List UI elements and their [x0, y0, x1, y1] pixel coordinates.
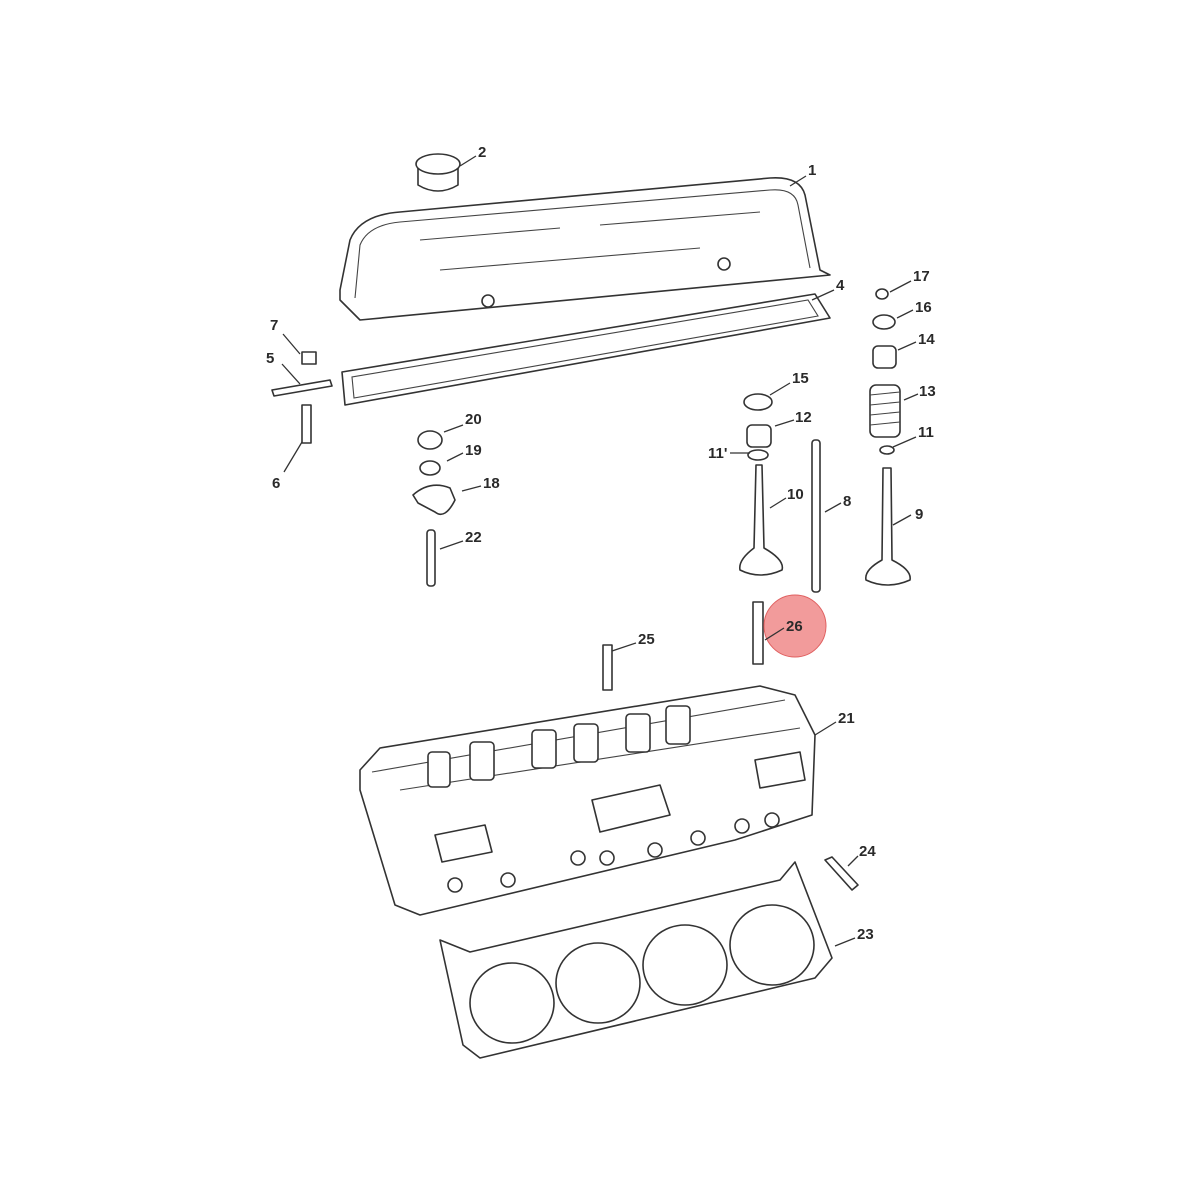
part-cylinder-head: [359, 685, 816, 916]
leader-line: [774, 419, 795, 427]
leader-line: [814, 721, 837, 736]
callout-13: 13: [903, 383, 936, 401]
callout-number: 20: [465, 411, 482, 428]
callout-number: 13: [919, 383, 936, 400]
leader-line: [283, 441, 303, 473]
callout-10: 10: [769, 486, 804, 509]
leader-line: [889, 280, 912, 293]
leader-line: [461, 485, 482, 492]
callout-number: 19: [465, 442, 482, 459]
part-valve-cover: [339, 177, 831, 321]
callout-number: 7: [270, 317, 278, 334]
callout-25: 25: [611, 631, 655, 652]
callout-number: 14: [918, 331, 935, 348]
leader-line: [769, 497, 787, 509]
leader-line: [896, 309, 914, 319]
callout-12: 12: [774, 409, 812, 427]
leader-line: [459, 155, 477, 167]
callout-number: 9: [915, 506, 923, 523]
callout-20: 20: [443, 411, 482, 433]
part-oil-filler-cap: [415, 153, 461, 192]
callout-21: 21: [814, 710, 855, 736]
leader-line: [443, 424, 464, 433]
callout-11: 11: [892, 424, 934, 448]
leader-line: [903, 393, 919, 401]
leader-line: [897, 341, 917, 351]
callout-23: 23: [834, 926, 874, 947]
callout-labels: 12456789101111'1213141516171819202122232…: [266, 144, 936, 947]
callout-6: 6: [272, 441, 303, 492]
leader-line: [811, 289, 835, 301]
callout-7: 7: [270, 317, 301, 355]
leader-line: [824, 502, 842, 513]
leader-line: [789, 175, 807, 187]
callout-1: 1: [789, 162, 816, 187]
callout-8: 8: [824, 493, 851, 513]
callout-number: 18: [483, 475, 500, 492]
callout-number: 22: [465, 529, 482, 546]
callout-14: 14: [897, 331, 935, 351]
callout-9: 9: [892, 506, 923, 526]
callout-highlight-circle: [763, 594, 827, 658]
callout-number: 15: [792, 370, 809, 387]
callout-number: 8: [843, 493, 851, 510]
part-wire-clip-and-stud: [271, 351, 333, 444]
callout-26: 26: [763, 594, 827, 658]
callout-number: 23: [857, 926, 874, 943]
part-head-gasket: [439, 861, 833, 1059]
leader-line: [847, 855, 859, 867]
callout-number: 6: [272, 475, 280, 492]
callout-number: 24: [859, 843, 876, 860]
callout-number: 1: [808, 162, 816, 179]
leader-line: [439, 540, 464, 550]
leader-line: [611, 642, 637, 652]
callout-number: 11': [708, 445, 727, 462]
leader-line: [892, 436, 917, 448]
callout-number: 5: [266, 350, 274, 367]
callout-17: 17: [889, 268, 930, 293]
callout-19: 19: [446, 442, 482, 462]
callout-11-prime: 11': [708, 445, 750, 462]
callout-number: 25: [638, 631, 655, 648]
callout-number: 26: [786, 618, 803, 635]
callout-number: 2: [478, 144, 486, 161]
callout-18: 18: [461, 475, 500, 492]
callout-16: 16: [896, 299, 932, 319]
callout-2: 2: [459, 144, 486, 167]
callout-24: 24: [847, 843, 876, 867]
part-valve-train: [602, 288, 911, 891]
leader-line: [281, 363, 301, 385]
part-rocker-arm-assembly: [412, 430, 456, 587]
part-valve-cover-gasket: [341, 293, 831, 406]
callout-number: 10: [787, 486, 804, 503]
callout-number: 11: [918, 424, 934, 441]
leader-line: [892, 514, 912, 526]
leader-line: [764, 627, 785, 641]
callout-5: 5: [266, 350, 301, 385]
callout-number: 21: [838, 710, 855, 727]
callout-4: 4: [811, 277, 845, 301]
callout-number: 4: [836, 277, 845, 294]
leader-line: [834, 937, 856, 947]
leader-line: [769, 382, 791, 396]
callout-number: 16: [915, 299, 932, 316]
leader-line: [446, 452, 464, 462]
callout-number: 12: [795, 409, 812, 426]
leader-line: [282, 333, 301, 355]
callout-number: 17: [913, 268, 930, 285]
callout-15: 15: [769, 370, 809, 396]
callout-22: 22: [439, 529, 482, 550]
